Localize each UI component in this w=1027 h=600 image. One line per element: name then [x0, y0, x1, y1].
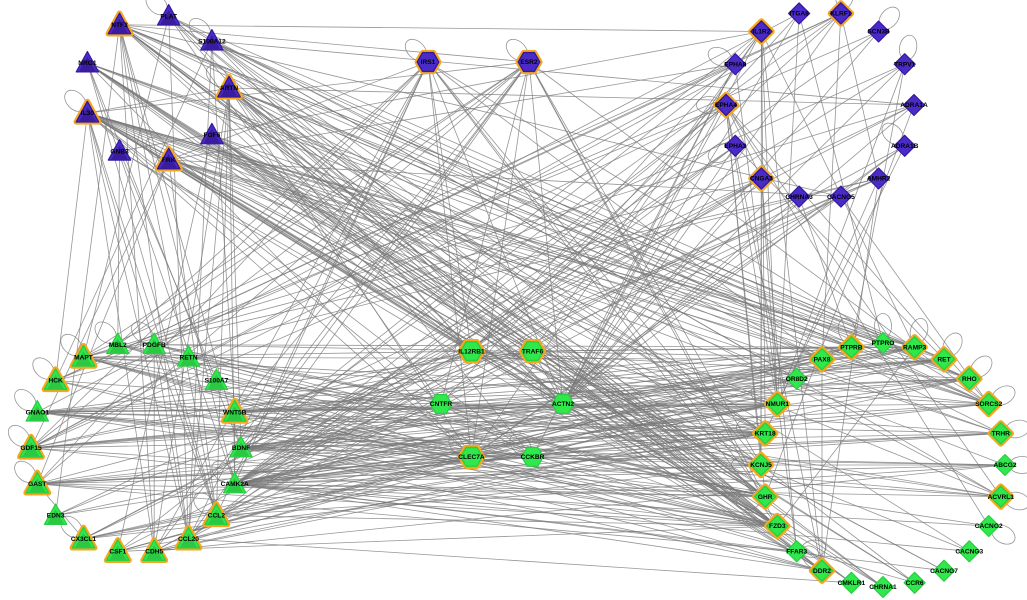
svg-text:ACVRL1: ACVRL1	[988, 494, 1015, 501]
svg-text:FGF6: FGF6	[203, 132, 220, 139]
svg-text:PLAT: PLAT	[160, 13, 177, 20]
svg-text:NMUR1: NMUR1	[766, 401, 790, 408]
svg-text:GHR: GHR	[758, 494, 773, 501]
svg-text:FFAR3: FFAR3	[786, 549, 807, 556]
svg-text:SCN3B: SCN3B	[867, 29, 890, 36]
svg-text:CACNG5: CACNG5	[827, 194, 855, 201]
svg-text:RET: RET	[937, 357, 950, 364]
svg-text:IL30: IL30	[81, 110, 95, 117]
svg-text:EPHA8: EPHA8	[724, 61, 746, 68]
svg-text:IL12RB1: IL12RB1	[458, 348, 485, 355]
svg-text:GNAO1: GNAO1	[26, 409, 50, 416]
svg-text:FRK: FRK	[162, 157, 176, 164]
svg-text:ADRA1A: ADRA1A	[900, 102, 928, 109]
svg-text:CCL2: CCL2	[208, 513, 226, 520]
svg-text:KCNJ5: KCNJ5	[750, 462, 772, 469]
svg-text:WNT5B: WNT5B	[223, 409, 247, 416]
svg-text:CHRNA1: CHRNA1	[869, 584, 897, 591]
svg-text:BDNF: BDNF	[232, 445, 250, 452]
svg-text:CAMK2A: CAMK2A	[221, 481, 249, 488]
svg-text:CSF1: CSF1	[109, 549, 126, 556]
svg-text:CCR6: CCR6	[906, 580, 924, 587]
svg-text:NRG1: NRG1	[78, 60, 97, 67]
svg-text:KLRF1: KLRF1	[830, 11, 852, 18]
svg-text:ADRA1B: ADRA1B	[891, 143, 919, 150]
svg-text:DDR2: DDR2	[813, 568, 831, 575]
svg-text:IL1R2: IL1R2	[752, 29, 770, 36]
svg-text:CACNG7: CACNG7	[930, 568, 958, 575]
svg-text:OR8D2: OR8D2	[786, 376, 808, 383]
svg-text:S100A7: S100A7	[204, 378, 228, 385]
svg-text:RAMP3: RAMP3	[903, 344, 926, 351]
svg-text:CCL20: CCL20	[178, 536, 199, 543]
svg-text:CCKBR: CCKBR	[521, 454, 545, 461]
svg-text:EDN3: EDN3	[47, 513, 65, 520]
svg-text:RETN: RETN	[180, 354, 198, 361]
svg-text:EPHA3: EPHA3	[724, 143, 746, 150]
svg-text:CLEC7A: CLEC7A	[458, 454, 485, 461]
svg-text:ACTN2: ACTN2	[552, 401, 574, 408]
svg-text:CHRNA3: CHRNA3	[785, 194, 813, 201]
svg-text:ABCG2: ABCG2	[993, 462, 1016, 469]
svg-text:IRS1: IRS1	[421, 59, 436, 66]
svg-text:GNB3: GNB3	[110, 148, 129, 155]
svg-text:CX3CL1: CX3CL1	[71, 536, 97, 543]
svg-text:PAX8: PAX8	[814, 357, 831, 364]
svg-text:CACNG3: CACNG3	[955, 549, 983, 556]
svg-text:ARTN: ARTN	[220, 85, 239, 92]
svg-text:TRAF6: TRAF6	[522, 348, 544, 355]
svg-text:TRPV1: TRPV1	[894, 61, 916, 68]
svg-text:EPHA4: EPHA4	[715, 102, 737, 109]
svg-text:HCK: HCK	[48, 378, 63, 385]
svg-text:PDGFB: PDGFB	[143, 342, 166, 349]
svg-text:CNTFR: CNTFR	[430, 401, 453, 408]
svg-text:KRT18: KRT18	[755, 431, 776, 438]
svg-text:SORCS2: SORCS2	[975, 401, 1002, 408]
svg-text:CMKLR1: CMKLR1	[838, 580, 866, 587]
svg-text:ESR2: ESR2	[520, 59, 538, 66]
svg-text:RHO: RHO	[962, 376, 977, 383]
svg-text:S100A12: S100A12	[198, 38, 226, 45]
svg-text:CACNG2: CACNG2	[975, 523, 1003, 530]
svg-text:CDH5: CDH5	[145, 549, 163, 556]
svg-text:GDF15: GDF15	[20, 445, 42, 452]
svg-text:PTPRO: PTPRO	[872, 340, 895, 347]
svg-text:CNGA3: CNGA3	[750, 176, 773, 183]
svg-text:PTPRB: PTPRB	[840, 344, 863, 351]
svg-text:ITGA8: ITGA8	[789, 11, 809, 18]
svg-text:GAST: GAST	[28, 481, 46, 488]
svg-text:FZD3: FZD3	[769, 523, 786, 530]
svg-text:TRHR: TRHR	[992, 431, 1011, 438]
svg-text:MBL2: MBL2	[109, 342, 127, 349]
svg-text:NTF3: NTF3	[111, 22, 128, 29]
svg-text:AMHR2: AMHR2	[867, 176, 891, 183]
svg-text:MAPT: MAPT	[74, 354, 93, 361]
